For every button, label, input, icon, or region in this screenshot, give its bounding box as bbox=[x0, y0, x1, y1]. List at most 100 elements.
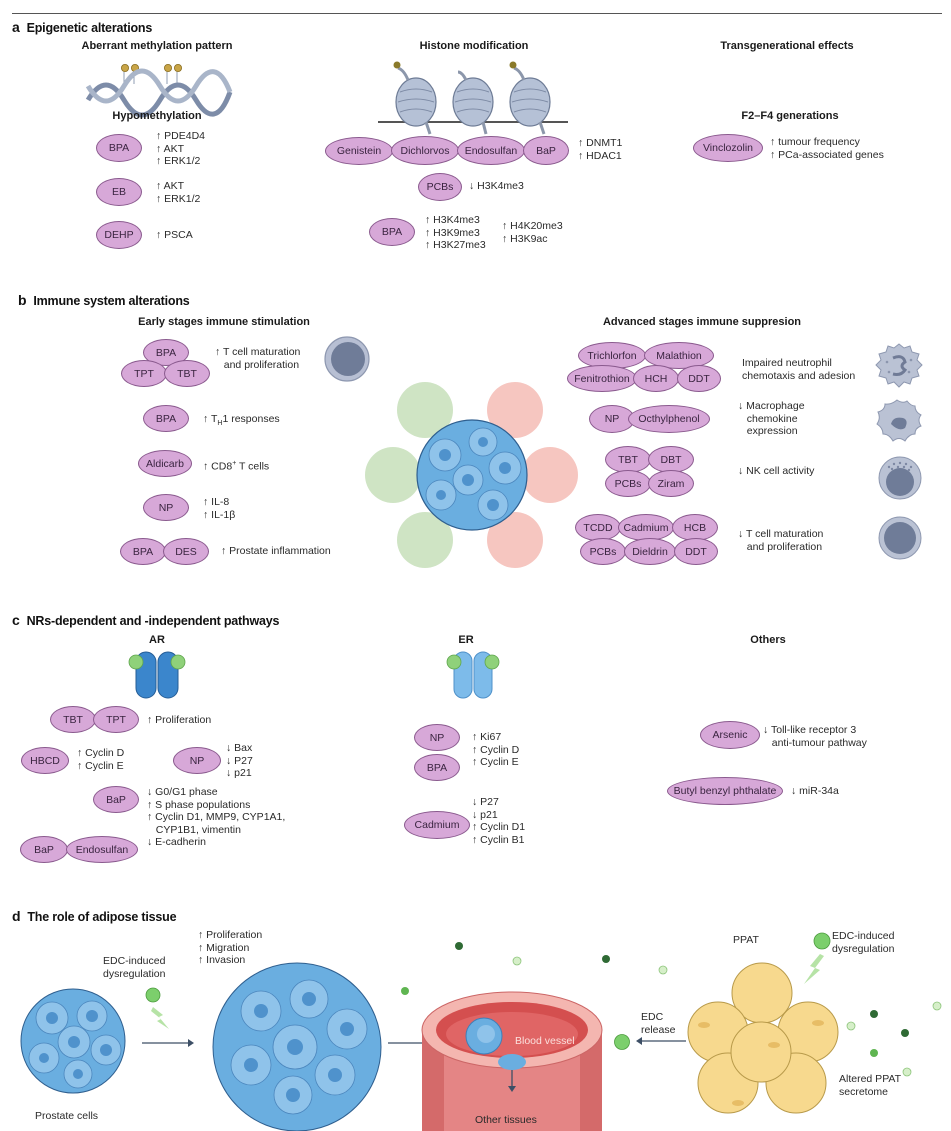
edc-particle-icon bbox=[804, 932, 831, 984]
effect-text: ↑ Proliferation bbox=[147, 714, 212, 726]
agent-pill: NP bbox=[414, 724, 460, 751]
agent-pill: Arsenic bbox=[700, 721, 760, 749]
effect-text: ↑ H4K20me3 ↑ H3K9ac bbox=[502, 220, 563, 245]
agent-pill: DEHP bbox=[96, 221, 142, 249]
effect-text: ↑ DNMT1 ↑ HDAC1 bbox=[578, 137, 623, 162]
edc-release-label: EDC release bbox=[641, 1011, 676, 1036]
t-cell-icon bbox=[878, 516, 922, 560]
agent-pill: Genistein bbox=[325, 137, 393, 165]
agent-pill: HCB bbox=[672, 514, 718, 541]
agent-pill: BPA bbox=[369, 218, 415, 246]
effect-subscript: H bbox=[217, 420, 223, 428]
effect-text: ↓ Macrophage chemokine expression bbox=[738, 400, 805, 437]
nk-cell-icon bbox=[878, 456, 922, 500]
section-letter: a bbox=[12, 19, 20, 35]
ppat-label: PPAT bbox=[733, 934, 759, 946]
agent-pill: Aldicarb bbox=[138, 450, 192, 477]
agent-pill: Malathion bbox=[644, 342, 714, 369]
section-letter: b bbox=[18, 292, 27, 308]
agent-pill: BPA bbox=[414, 754, 460, 781]
arrow-left-icon bbox=[636, 1037, 686, 1045]
effect-text: ↑ TH1 responses bbox=[203, 413, 280, 431]
effect-tail: 1 responses bbox=[222, 413, 280, 425]
agent-pill: Dichlorvos bbox=[391, 136, 459, 165]
effect-text: ↓ miR-34a bbox=[791, 785, 839, 797]
section-title-text: Epigenetic alterations bbox=[26, 21, 153, 35]
prostate-cells-label: Prostate cells bbox=[35, 1110, 99, 1122]
effect-text: ↑ IL-8 ↑ IL-1β bbox=[203, 496, 236, 521]
section-title-text: The role of adipose tissue bbox=[27, 910, 177, 924]
effect-text: ↓ T cell maturation and proliferation bbox=[738, 528, 824, 553]
agent-pill: NP bbox=[173, 747, 221, 774]
estrogen-receptor-icon bbox=[446, 651, 500, 699]
effect-main: ↑ CD8 bbox=[203, 460, 233, 473]
effect-text: ↑ tumour frequency ↑ PCa-associated gene… bbox=[770, 136, 884, 161]
neutrophil-icon bbox=[875, 343, 923, 388]
agent-pill: Endosulfan bbox=[457, 136, 525, 165]
edc-dysregulation-label: EDC-induced dysregulation bbox=[832, 930, 895, 955]
edc-particle-icon bbox=[145, 987, 169, 1029]
effect-text: ↑ CD8+ T cells bbox=[203, 458, 269, 473]
agent-pill: TCDD bbox=[575, 514, 621, 541]
agent-pill: HCH bbox=[633, 365, 679, 392]
agent-pill: TBT bbox=[605, 446, 651, 473]
effect-text: ↑ Prostate inflammation bbox=[221, 545, 331, 557]
tumour-immune-icon bbox=[365, 382, 578, 568]
advanced-stages-subtitle: Advanced stages immune suppresion bbox=[602, 316, 802, 328]
agent-pill: TBT bbox=[164, 360, 210, 387]
t-cell-icon bbox=[324, 336, 370, 382]
ar-subtitle: AR bbox=[149, 634, 165, 646]
agent-pill: DES bbox=[163, 538, 209, 565]
effect-main: ↑ T bbox=[203, 413, 218, 425]
transgenerational-subtitle: Transgenerational effects bbox=[720, 40, 854, 52]
section-title-text: Immune system alterations bbox=[33, 294, 190, 308]
agent-pill: NP bbox=[589, 405, 635, 433]
effect-tail: T cells bbox=[236, 460, 270, 473]
prostate-cells-icon bbox=[20, 988, 126, 1094]
agent-pill: PCBs bbox=[605, 470, 651, 497]
generations-heading: F2–F4 generations bbox=[741, 110, 839, 122]
particle-light bbox=[902, 1067, 912, 1077]
arrow-right-icon bbox=[142, 1039, 194, 1047]
altered-secretome-label: Altered PPAT secretome bbox=[839, 1073, 902, 1098]
agent-pill: DDT bbox=[674, 538, 718, 565]
effect-superscript: + bbox=[232, 460, 237, 467]
effect-text: ↑ T cell maturation and proliferation bbox=[215, 346, 301, 371]
effect-text: ↓ G0/G1 phase ↑ S phase populations ↑ Cy… bbox=[147, 786, 286, 848]
effect-text: ↓ NK cell activity bbox=[738, 465, 815, 477]
effect-text: ↑ PSCA bbox=[156, 229, 193, 241]
early-stages-subtitle: Early stages immune stimulation bbox=[138, 316, 310, 328]
macrophage-icon bbox=[876, 399, 922, 442]
methylation-subtitle: Aberrant methylation pattern bbox=[81, 40, 233, 52]
histone-subtitle: Histone modification bbox=[419, 40, 529, 52]
agent-pill: BPA bbox=[96, 134, 142, 162]
edc-dysregulation-label: EDC-induced dysregulation bbox=[103, 955, 166, 980]
effect-text: Impaired neutrophil chemotaxis and adesi… bbox=[742, 357, 856, 382]
agent-pill: NP bbox=[143, 494, 189, 521]
hypomethylation-heading: Hypomethylation bbox=[112, 110, 202, 122]
agent-pill: TPT bbox=[93, 706, 139, 733]
adipocyte-cluster-icon bbox=[687, 962, 839, 1114]
agent-pill: BaP bbox=[523, 136, 569, 165]
agent-pill: Ziram bbox=[648, 470, 694, 497]
effect-text: ↓ H3K4me3 bbox=[469, 180, 524, 192]
section-letter: d bbox=[12, 908, 21, 924]
agent-pill: BPA bbox=[120, 538, 166, 565]
agent-pill: Endosulfan bbox=[66, 836, 138, 863]
er-subtitle: ER bbox=[458, 634, 474, 646]
effect-text: ↓ Toll-like receptor 3 anti-tumour pathw… bbox=[763, 724, 867, 749]
section-d-title: d The role of adipose tissue bbox=[12, 908, 177, 924]
particle-light bbox=[846, 1021, 856, 1031]
agent-pill: DBT bbox=[648, 446, 694, 473]
nucleosome-icon bbox=[378, 61, 568, 135]
particle-mid bbox=[401, 987, 409, 995]
top-divider bbox=[12, 13, 942, 14]
androgen-receptor-icon bbox=[128, 651, 186, 699]
particle-dark bbox=[602, 955, 610, 963]
agent-pill: EB bbox=[96, 178, 142, 206]
agent-pill: TPT bbox=[121, 360, 167, 387]
particle-light bbox=[932, 1001, 942, 1011]
blood-vessel-label: Blood vessel bbox=[515, 1035, 575, 1047]
dna-helix-icon bbox=[85, 64, 233, 118]
